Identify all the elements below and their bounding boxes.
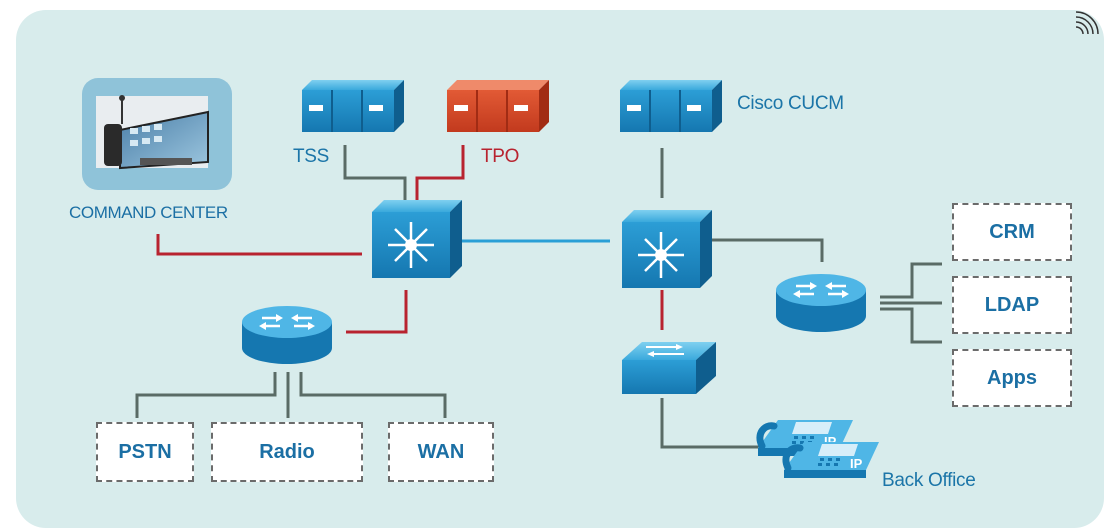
multilayer-switch-icon: [622, 210, 712, 288]
rack-server-icon: [302, 80, 404, 132]
pstn-box: PSTN: [96, 422, 194, 482]
wifi-signal-icon: [1075, 11, 1099, 35]
link-tss-switch: [343, 145, 407, 200]
link-router-pstn: [135, 372, 277, 418]
cucm-label: Cisco CUCM: [737, 93, 844, 114]
rack-server-icon: [447, 80, 549, 132]
ip-badge: IP: [850, 456, 863, 471]
links: [135, 145, 942, 449]
link-switch-router-right: [712, 238, 824, 262]
ldap-box: LDAP: [952, 276, 1072, 334]
apps-box: Apps: [952, 349, 1072, 407]
ip-phone-icon: IP: [782, 442, 879, 478]
crm-box: CRM: [952, 203, 1072, 261]
link-router-wan: [299, 372, 447, 418]
router-icon: [776, 274, 866, 332]
console-phone-icon: [82, 78, 232, 190]
wan-box: WAN: [388, 422, 494, 482]
multilayer-switch-icon: [372, 200, 462, 278]
link-router-crm: [880, 262, 942, 299]
workgroup-switch-icon: [622, 342, 716, 394]
link-workgroup-phones: [660, 398, 760, 449]
back-office-label: Back Office: [882, 470, 976, 491]
tss-label: TSS: [293, 146, 330, 167]
command-center-label: COMMAND CENTER: [69, 203, 228, 222]
router-icon: [242, 306, 332, 364]
link-switch-router: [346, 290, 408, 334]
link-tpo-switch: [415, 145, 465, 200]
radio-box: Radio: [211, 422, 363, 482]
rack-server-icon: [620, 80, 722, 132]
tpo-label: TPO: [481, 146, 520, 167]
link-command-center-switch: [156, 234, 362, 256]
link-router-apps: [880, 307, 942, 344]
